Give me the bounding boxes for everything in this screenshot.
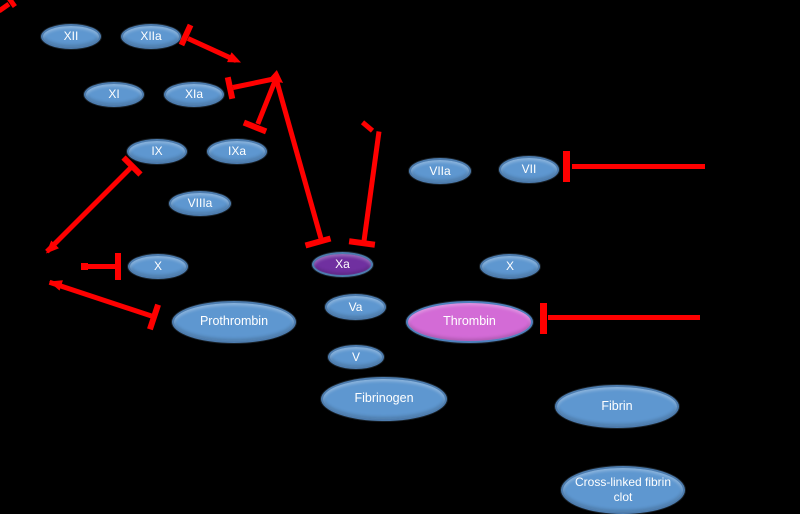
- tbar-x-left: [115, 253, 121, 280]
- inhibit-line-ix: [45, 165, 133, 254]
- nub-xa-right: [360, 120, 375, 133]
- inhibit-line-xa-left: [273, 77, 324, 239]
- tbar-xa-right: [348, 238, 376, 248]
- node-xii: XII: [41, 24, 101, 49]
- tbar-thrombin: [540, 303, 547, 334]
- node-ixa: IXa: [207, 139, 267, 164]
- inhibit-line-vii: [572, 164, 705, 169]
- node-va: Va: [325, 294, 386, 320]
- node-ix: IX: [127, 139, 187, 164]
- inhibit-line-thrombin: [548, 315, 700, 320]
- node-v: V: [328, 345, 384, 369]
- node-cross-linked-fibrin-clot: Cross-linked fibrin clot: [561, 466, 685, 514]
- inhibit-line-x-left: [85, 264, 116, 269]
- node-xa: Xa: [312, 252, 373, 277]
- node-viiia: VIIIa: [169, 191, 231, 216]
- inhibit-line-xa-right: [361, 131, 382, 241]
- node-xia: XIa: [164, 82, 224, 107]
- inhibit-line-prothrombin: [48, 279, 154, 319]
- node-xiia: XIIa: [121, 24, 181, 49]
- node-vii: VII: [499, 156, 559, 183]
- tbar-vii: [563, 151, 570, 182]
- node-xi: XI: [84, 82, 144, 107]
- node-x-left: X: [128, 254, 188, 279]
- node-x-right: X: [480, 254, 540, 279]
- node-fibrinogen: Fibrinogen: [321, 377, 447, 421]
- node-prothrombin: Prothrombin: [172, 301, 296, 343]
- dot-x-left: [81, 263, 88, 270]
- node-viia: VIIa: [409, 158, 471, 184]
- node-fibrin: Fibrin: [555, 385, 679, 428]
- node-thrombin: Thrombin: [406, 301, 533, 343]
